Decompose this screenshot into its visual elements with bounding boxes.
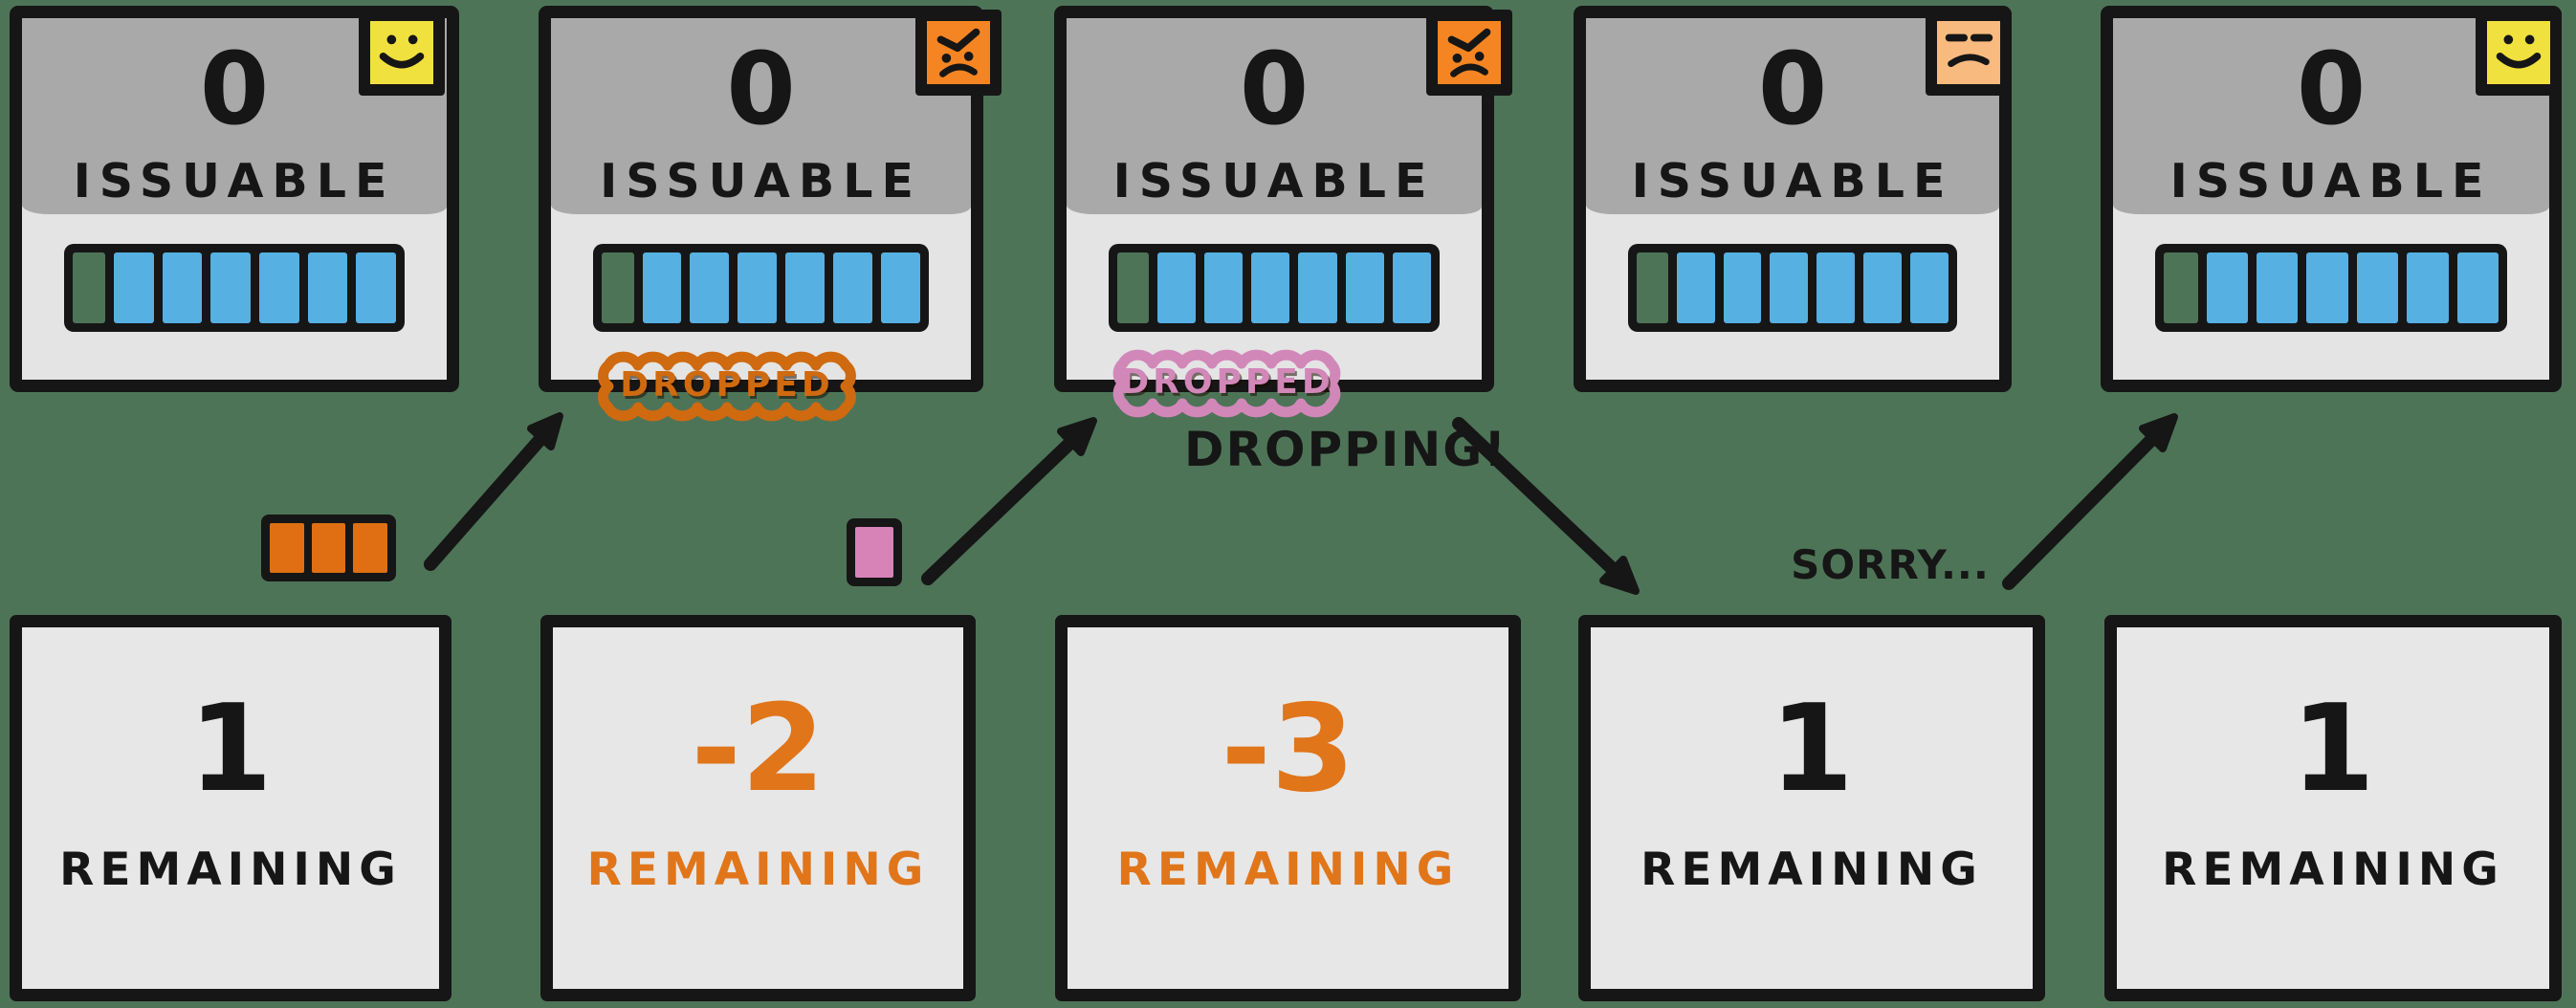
issuable-count: 0 (199, 31, 270, 147)
supply-bar (64, 244, 405, 332)
dropped-sticker-pink: DROPPED (1108, 340, 1347, 423)
bar-cell-filled (2206, 252, 2248, 323)
dropped-sticker-text: DROPPED (620, 364, 834, 405)
remaining-label: REMAINING (1640, 844, 1983, 896)
arrow-up-right-2 (921, 417, 1097, 585)
bar-cell-filled (1723, 252, 1762, 323)
card-header (551, 18, 971, 214)
bar-cell-filled (210, 252, 252, 323)
bar-cell-filled (1816, 252, 1856, 323)
dropped-tokens-orange (261, 515, 396, 581)
bar-cell-filled (2456, 252, 2499, 323)
bar-cell-filled (881, 252, 920, 323)
issuable-count: 0 (2296, 31, 2367, 147)
bar-cell-filled (1156, 252, 1197, 323)
remaining-card-1: 1 REMAINING (10, 615, 451, 1001)
bar-cell-empty (2164, 252, 2198, 323)
bar-cell-filled (1910, 252, 1949, 323)
bar-cell-filled (2407, 252, 2449, 323)
bar-cell-filled (1345, 252, 1384, 323)
bar-cell-filled (642, 252, 682, 323)
issuable-count: 0 (1757, 31, 1828, 147)
unamused-face-icon (1926, 10, 2012, 96)
smiley-face-icon (2476, 10, 2562, 96)
angry-face-icon (1426, 10, 1512, 96)
issuable-count: 0 (1239, 31, 1310, 147)
issuable-label: ISSUABLE (600, 154, 922, 208)
bar-cell-filled (2356, 252, 2399, 323)
bar-cell-filled (785, 252, 826, 323)
remaining-card-3: -3 REMAINING (1055, 615, 1521, 1001)
orange-token-cell (311, 523, 346, 573)
remaining-card-4: 1 REMAINING (1578, 615, 2045, 1001)
remaining-count: 1 (2291, 678, 2375, 819)
remaining-label: REMAINING (1116, 844, 1460, 896)
bar-cell-filled (833, 252, 873, 323)
issuable-label: ISSUABLE (1631, 154, 1954, 208)
dropped-sticker-text: DROPPED (1120, 362, 1334, 402)
bar-cell-empty (1637, 252, 1668, 323)
dropped-sticker-orange: DROPPED (591, 342, 863, 427)
orange-token-cell (353, 523, 388, 573)
smiley-face-icon (359, 10, 445, 96)
arrow-up-right-1 (424, 412, 563, 571)
bar-cell-filled (259, 252, 299, 323)
bar-cell-filled (1392, 252, 1431, 323)
sorry-label: SORRY... (1791, 541, 1990, 588)
bar-cell-filled (1676, 252, 1715, 323)
remaining-count: 1 (1770, 678, 1854, 819)
remaining-label: REMAINING (586, 844, 930, 896)
bar-cell-filled (1251, 252, 1290, 323)
arrow-up-right-3 (2002, 413, 2178, 590)
bar-cell-filled (1770, 252, 1809, 323)
bar-cell-filled (1298, 252, 1337, 323)
dropped-token-pink (847, 518, 902, 586)
bar-cell-filled (162, 252, 203, 323)
bar-cell-empty (1117, 252, 1149, 323)
bar-cell-filled (1204, 252, 1244, 323)
supply-bar (593, 244, 929, 332)
remaining-count: 1 (188, 678, 273, 819)
bar-cell-empty (73, 252, 106, 323)
card-header (1067, 18, 1482, 214)
issuable-card-4: 0 ISSUABLE (1574, 6, 2012, 392)
remaining-label: REMAINING (2162, 844, 2504, 896)
supply-bar (1628, 244, 1957, 332)
bar-cell-filled (1863, 252, 1903, 323)
issuable-count: 0 (726, 31, 796, 147)
bar-cell-filled (690, 252, 730, 323)
remaining-card-5: 1 REMAINING (2104, 615, 2562, 1001)
supply-bar (1109, 244, 1440, 332)
bar-cell-filled (114, 252, 154, 323)
supply-bar (2155, 244, 2507, 332)
bar-cell-empty (602, 252, 634, 323)
issuable-label: ISSUABLE (73, 154, 396, 208)
bar-cell-filled (356, 252, 396, 323)
issuable-label: ISSUABLE (2169, 154, 2493, 208)
issuable-card-3: 0 ISSUABLE (1054, 6, 1512, 392)
bar-cell-filled (307, 252, 348, 323)
bar-cell-filled (2306, 252, 2348, 323)
angry-face-icon (915, 10, 1002, 96)
bar-cell-filled (2257, 252, 2299, 323)
remaining-count: -2 (691, 678, 826, 819)
remaining-label: REMAINING (59, 844, 402, 896)
bar-cell-filled (738, 252, 778, 323)
dropping-label: DROPPING! (1184, 422, 1508, 477)
orange-token-cell (270, 523, 304, 573)
remaining-count: -3 (1221, 678, 1355, 819)
pink-token-cell (855, 527, 893, 578)
issuable-card-2: 0 ISSUABLE (539, 6, 1002, 392)
issuable-card-5: 0 ISSUABLE (2101, 6, 2562, 392)
remaining-card-2: -2 REMAINING (540, 615, 976, 1001)
issuable-label: ISSUABLE (1112, 154, 1436, 208)
issuable-card-1: 0 ISSUABLE (10, 6, 459, 392)
